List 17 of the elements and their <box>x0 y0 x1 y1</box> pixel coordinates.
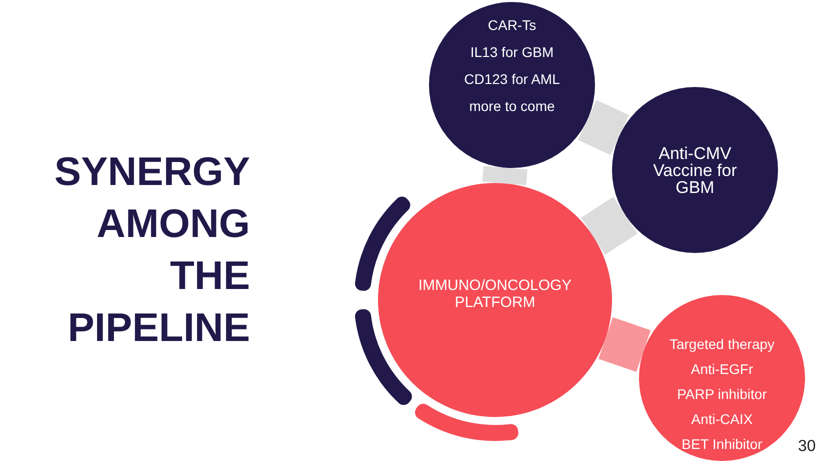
node-text: Anti-CMV Vaccine for GBM <box>652 144 738 196</box>
connector-band <box>482 166 528 186</box>
node-text: PARP inhibitor <box>677 386 767 402</box>
page-number: 30 <box>798 438 816 456</box>
node-text: CD123 for AML <box>464 71 560 88</box>
node-text: Targeted therapy <box>669 336 775 352</box>
connector-band <box>581 196 638 255</box>
node-text: IL13 for GBM <box>470 44 554 61</box>
node-text: Anti-EGFr <box>690 360 754 378</box>
node-text: Anti-CAIX <box>691 410 753 428</box>
title: SYNERGY AMONG THE PIPELINE <box>53 149 250 352</box>
node-text: IMMUNO/ONCOLOGY PLATFORM <box>417 277 573 311</box>
connector-band <box>598 317 651 372</box>
connector-band <box>578 100 629 156</box>
node-text: BET Inhibitor <box>682 436 762 452</box>
node-text: CAR-Ts <box>488 17 536 34</box>
node-text: more to come <box>469 98 555 115</box>
